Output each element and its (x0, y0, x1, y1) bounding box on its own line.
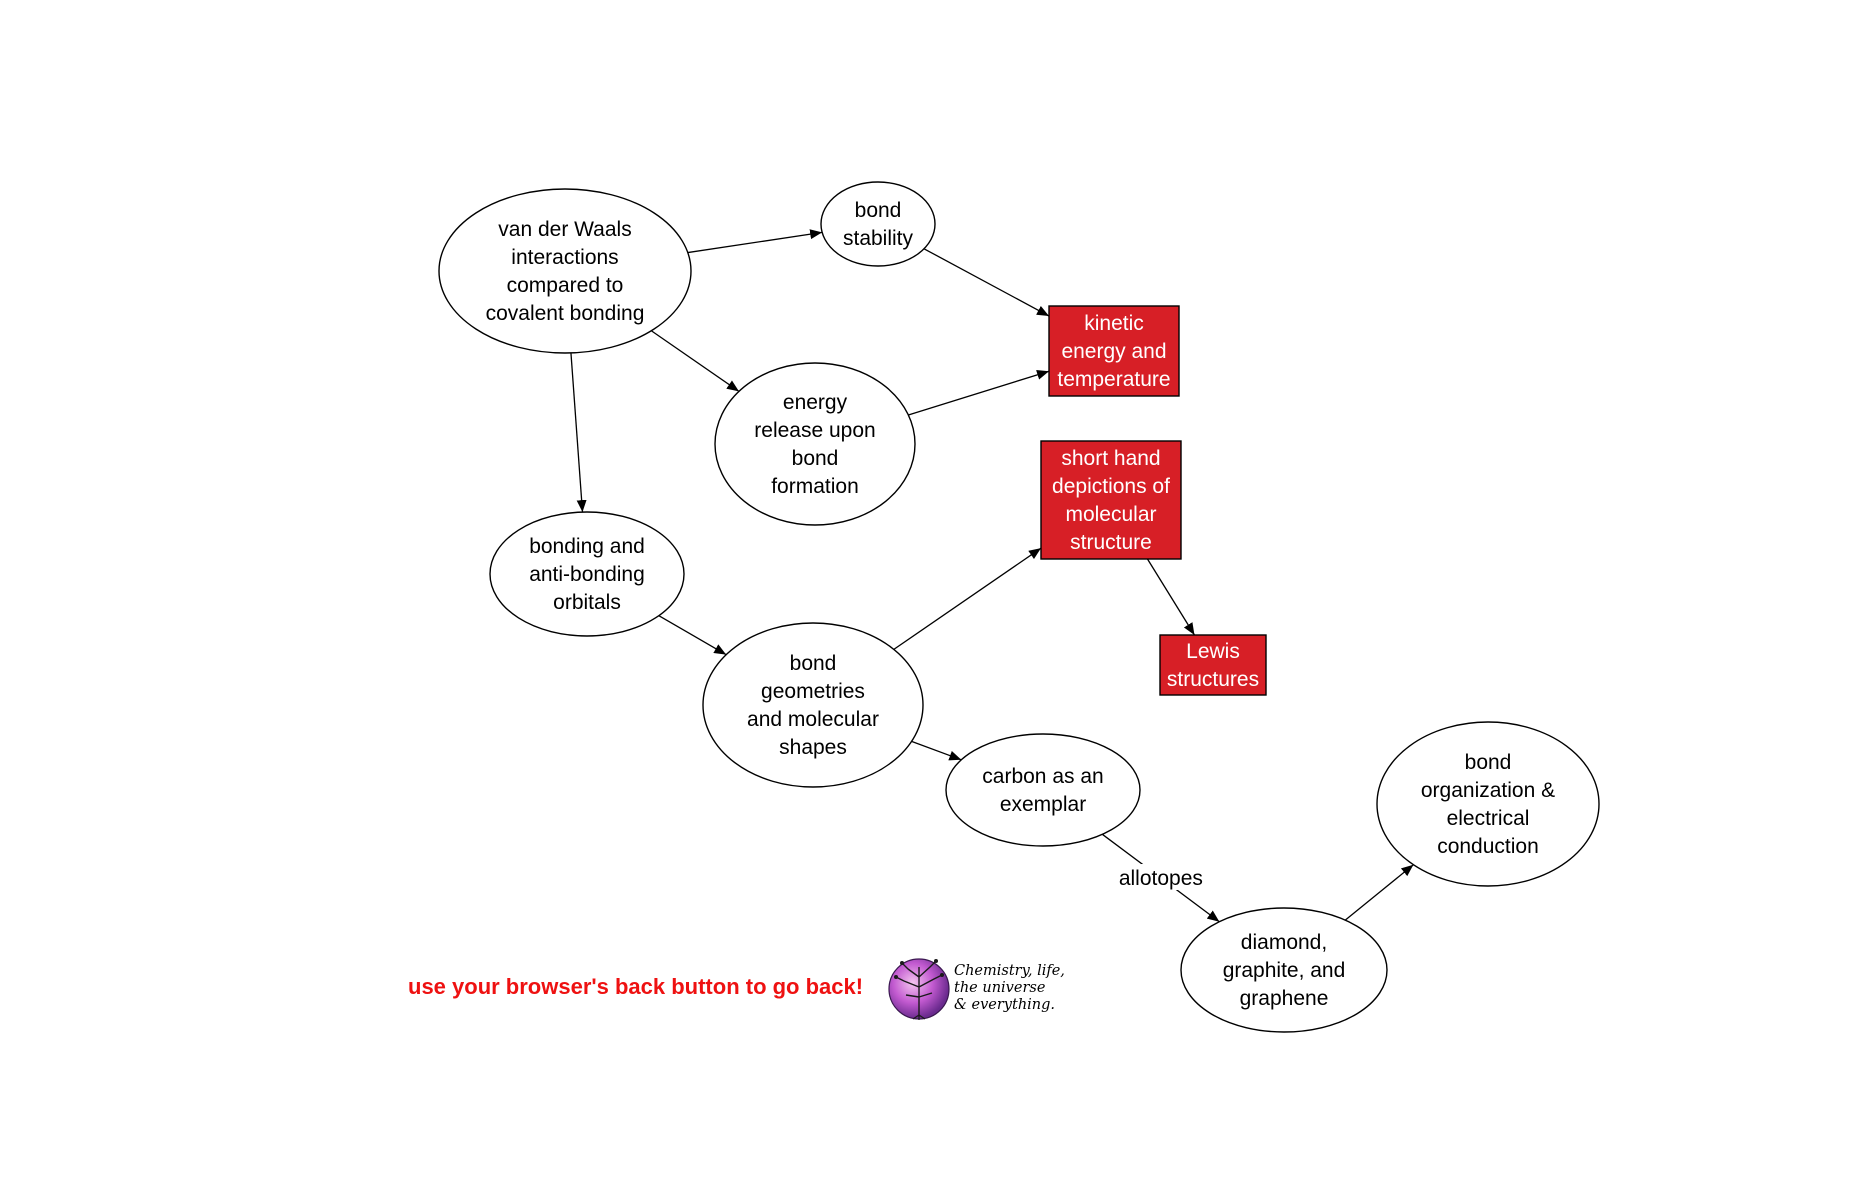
node-vdw: van der Waals interactions compared to cova… (438, 188, 692, 354)
edge-arrow (893, 547, 1042, 650)
node-shorthand[interactable]: short hand depictions of molecular structur… (1040, 440, 1182, 560)
node-label-line: stability (843, 227, 914, 250)
node-label-line: short hand (1061, 447, 1160, 470)
node-label-line: release upon (754, 419, 875, 442)
node-label-line: Lewis (1186, 640, 1240, 663)
node-ellipse (702, 622, 924, 788)
node-label-line: energy and (1061, 340, 1166, 363)
node-label-line: graphite, and (1223, 959, 1346, 982)
node-label-line: structure (1070, 531, 1152, 554)
edge-arrow (570, 352, 587, 513)
node-label-line: kinetic (1084, 312, 1144, 335)
logo-line: & everything. (954, 997, 1056, 1013)
node-organization: bond organization & electrical conduction (1376, 721, 1600, 887)
edge-vdw-to-release (650, 330, 740, 392)
node-label-line: diamond, (1241, 931, 1327, 954)
node-label-line: van der Waals (498, 218, 631, 241)
edge-arrow (923, 248, 1050, 317)
node-label-line: carbon as an (982, 765, 1103, 788)
edge-label-background (1112, 864, 1209, 891)
node-label-line: electrical (1447, 807, 1530, 830)
node-label-line: geometries (761, 680, 865, 703)
node-label-line: depictions of (1052, 475, 1170, 498)
node-ellipse (945, 733, 1141, 847)
node-ellipse (820, 181, 936, 267)
node-lewis[interactable]: Lewis structures (1159, 634, 1267, 696)
node-box (1159, 634, 1267, 696)
node-carbon: carbon as an exemplar (945, 733, 1141, 847)
edge-arrow (1344, 864, 1414, 921)
node-label-line: formation (771, 475, 859, 498)
edge-geometries-to-carbon (911, 740, 962, 761)
node-box (1040, 440, 1182, 560)
edge-shorthand-to-lewis (1146, 558, 1196, 636)
edge-arrow (1146, 558, 1196, 636)
node-label-line: bonding and (529, 535, 645, 558)
edge-stability-to-kinetic (923, 248, 1050, 317)
node-stability: bond stability (820, 181, 936, 267)
edge-diamond-to-organization (1344, 864, 1414, 921)
edge-arrow (658, 615, 727, 656)
edge-vdw-to-stability (687, 229, 823, 254)
globe-tree-icon (888, 958, 950, 1020)
node-label-line: compared to (507, 274, 624, 297)
node-label-line: and molecular (747, 708, 879, 731)
node-label-line: conduction (1437, 835, 1539, 858)
node-ellipse (1180, 907, 1388, 1033)
edge-arrow (650, 330, 740, 392)
logo-line: the universe (954, 980, 1046, 996)
node-box (1048, 305, 1180, 397)
edge-arrow (911, 740, 962, 761)
logo-line: Chemistry, life, (954, 963, 1065, 979)
node-label-line: anti-bonding (529, 563, 645, 586)
node-kinetic[interactable]: kinetic energy and temperature (1048, 305, 1180, 397)
node-diamond: diamond, graphite, and graphene (1180, 907, 1388, 1033)
edge-antibond-to-geometries (658, 615, 727, 656)
node-ellipse (1376, 721, 1600, 887)
node-label-line: bond (792, 447, 839, 470)
node-label-line: structures (1167, 668, 1259, 691)
edge-arrow (687, 229, 823, 254)
node-ellipse (438, 188, 692, 354)
edge-geometries-to-shorthand (893, 547, 1042, 650)
node-label-line: bond (855, 199, 902, 222)
node-label-line: temperature (1057, 368, 1170, 391)
node-ellipse (714, 362, 916, 526)
node-ellipse (489, 511, 685, 637)
node-label-line: bond (1465, 751, 1512, 774)
node-release: energy release upon bond formation (714, 362, 916, 526)
node-label-line: shapes (779, 736, 847, 759)
node-label-line: covalent bonding (486, 302, 645, 325)
node-label-line: orbitals (553, 591, 621, 614)
edge-release-to-kinetic (908, 370, 1050, 416)
chemistry-life-logo[interactable]: Chemistry, life, the universe & everythi… (886, 955, 1076, 1021)
logo-caption: Chemistry, life, the universe & everythi… (954, 963, 1065, 1014)
node-antibond: bonding and anti-bonding orbitals (489, 511, 685, 637)
node-label-line: graphene (1240, 987, 1329, 1010)
node-label-line: energy (783, 391, 848, 414)
node-geometries: bond geometries and molecular shapes (702, 622, 924, 788)
edge-label: allotopes (1119, 867, 1203, 890)
node-label-line: molecular (1065, 503, 1156, 526)
node-label-line: organization & (1421, 779, 1555, 802)
edge-carbon-to-diamond: allotopes (1101, 833, 1220, 923)
node-label-line: exemplar (1000, 793, 1086, 816)
node-label-line: interactions (511, 246, 618, 269)
edge-vdw-to-antibond (570, 352, 587, 513)
edge-arrow (908, 370, 1050, 416)
node-label-line: bond (790, 652, 837, 675)
back-button-message: use your browser's back button to go bac… (408, 974, 864, 999)
